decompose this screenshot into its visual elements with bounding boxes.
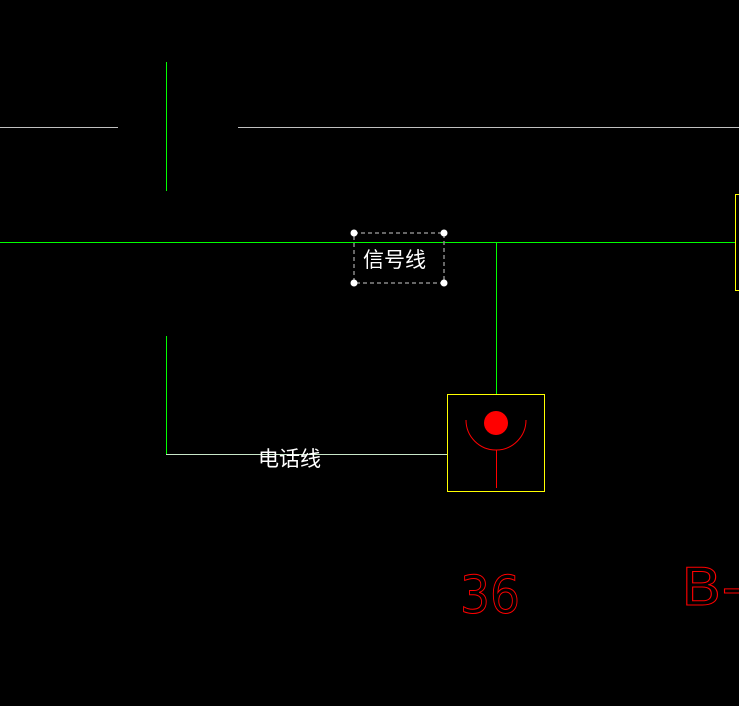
grip-handle[interactable] xyxy=(440,229,448,237)
signal-line-label[interactable]: 信号线 xyxy=(363,248,426,272)
phone-line-label[interactable]: 电话线 xyxy=(258,447,321,471)
number-label: 36 xyxy=(460,566,520,626)
room-code-label: B- xyxy=(681,558,739,618)
telephone-outlet-icon[interactable] xyxy=(447,394,545,492)
grip-handle[interactable] xyxy=(440,279,448,287)
grip-handle[interactable] xyxy=(350,279,358,287)
text-selection-box[interactable] xyxy=(350,229,448,287)
symbol-box-right-edge[interactable] xyxy=(735,194,739,291)
grip-handle[interactable] xyxy=(350,229,358,237)
